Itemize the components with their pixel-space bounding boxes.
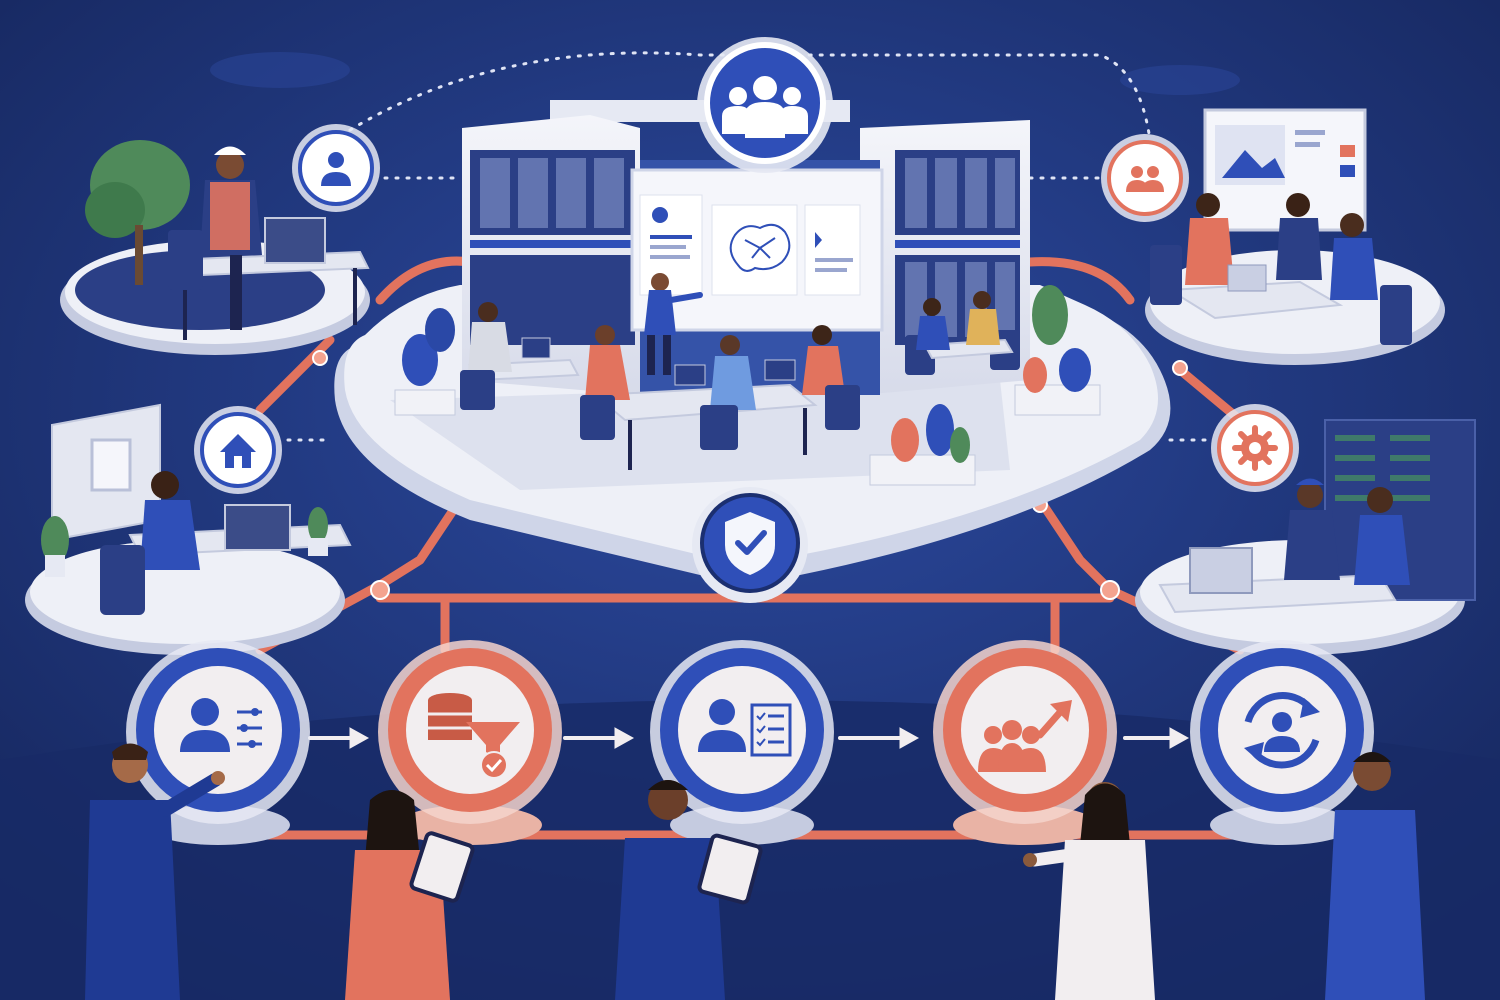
dotted-connections (286, 51, 1212, 442)
flow-arrows (308, 727, 1190, 749)
central-hub (334, 37, 1171, 603)
flow-step-user-sync (1190, 640, 1374, 845)
group-icon (1126, 166, 1164, 192)
user-checklist-icon (698, 699, 792, 757)
satellite-it-operations (1135, 404, 1476, 655)
arrow-right-icon (563, 727, 635, 749)
person-with-tablet-2 (615, 780, 763, 1000)
arrow-right-icon (1123, 727, 1190, 749)
person-touching-step-4 (1023, 782, 1155, 1000)
cloud (210, 52, 350, 88)
cloud (1120, 65, 1240, 95)
hub-team-badge (697, 37, 833, 173)
gear-icon (1232, 425, 1278, 471)
arrow-right-icon (838, 727, 920, 749)
person-standing-right (1325, 752, 1425, 1000)
home-icon (220, 434, 256, 468)
brain-network-icon (729, 223, 791, 272)
satellite-field-worker (60, 124, 380, 355)
foreground-people (85, 743, 1425, 1000)
presentation-screen (639, 194, 861, 296)
person-with-tablet-1 (345, 790, 475, 1000)
flow-steps (126, 640, 1374, 845)
hub-workspace (460, 273, 1020, 470)
satellite-remote-home (25, 403, 352, 655)
flow-step-team-growth (933, 640, 1117, 845)
database-funnel-icon (428, 693, 520, 779)
team-growth-icon (978, 700, 1072, 772)
team-icon (722, 76, 808, 138)
user-settings-icon (180, 698, 262, 752)
flow-step-user-checklist (650, 640, 834, 845)
arrow-right-icon (308, 727, 370, 749)
user-icon (321, 152, 351, 186)
security-badge (692, 487, 808, 603)
person-touching-step-1 (85, 743, 225, 1000)
planters (394, 285, 1101, 486)
satellite-team-meeting (1101, 108, 1445, 365)
user-sync-icon (1244, 692, 1320, 769)
shield-check-icon (725, 512, 775, 575)
flow-step-profile-settings (126, 640, 310, 845)
